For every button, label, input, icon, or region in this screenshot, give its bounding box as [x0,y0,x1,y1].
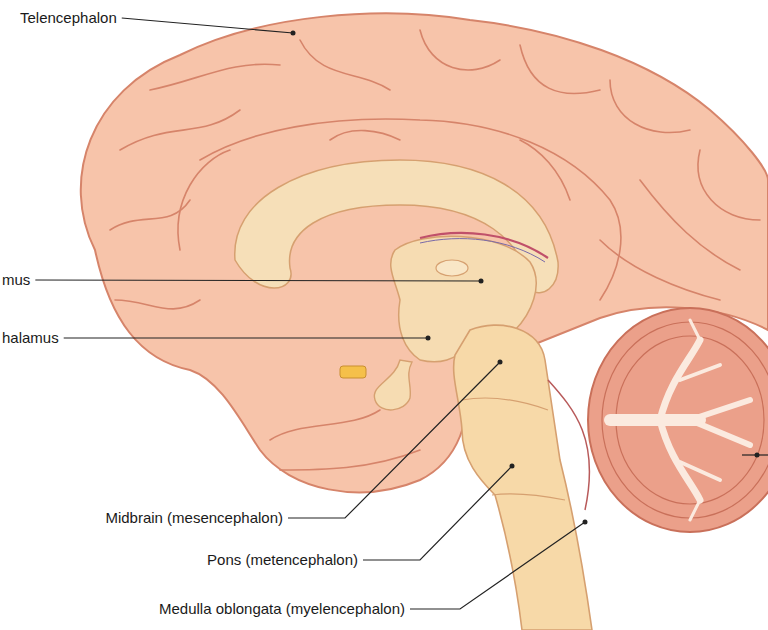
pons-border [462,398,548,410]
medulla-border [492,494,565,500]
pituitary [374,360,412,410]
structure-label: Telencephalon [18,9,119,27]
leader-dot [510,464,515,469]
structure-label: mus [0,271,32,289]
cerebellum [588,308,768,532]
leader-line [363,466,512,560]
structure-label: halamus [0,329,61,347]
cerebrum [81,13,768,492]
leader-line [64,337,428,338]
optic-chiasm [340,366,366,378]
arbor-vitae [610,320,750,520]
leader-line [288,362,500,518]
leader-dot [755,453,760,458]
brainstem [454,325,592,630]
leader-dot [426,336,431,341]
leader-dot [479,279,484,284]
structure-label: Pons (metencephalon) [205,551,360,569]
leader-line [35,280,481,281]
fornix [420,233,548,258]
leader-dot [291,31,296,36]
leader-line [410,522,585,609]
fourth-ventricle [548,380,590,510]
structure-label: Midbrain (mesencephalon) [103,509,285,527]
interthalamic-adhesion [436,260,468,276]
structure-label: Medulla oblongata (myelencephalon) [157,600,407,618]
leader-line [122,18,293,33]
leader-dot [583,520,588,525]
cerebellar-folia [602,322,768,518]
leader-dot [498,360,503,365]
gyri [110,30,760,470]
fornix-inner [420,239,545,262]
